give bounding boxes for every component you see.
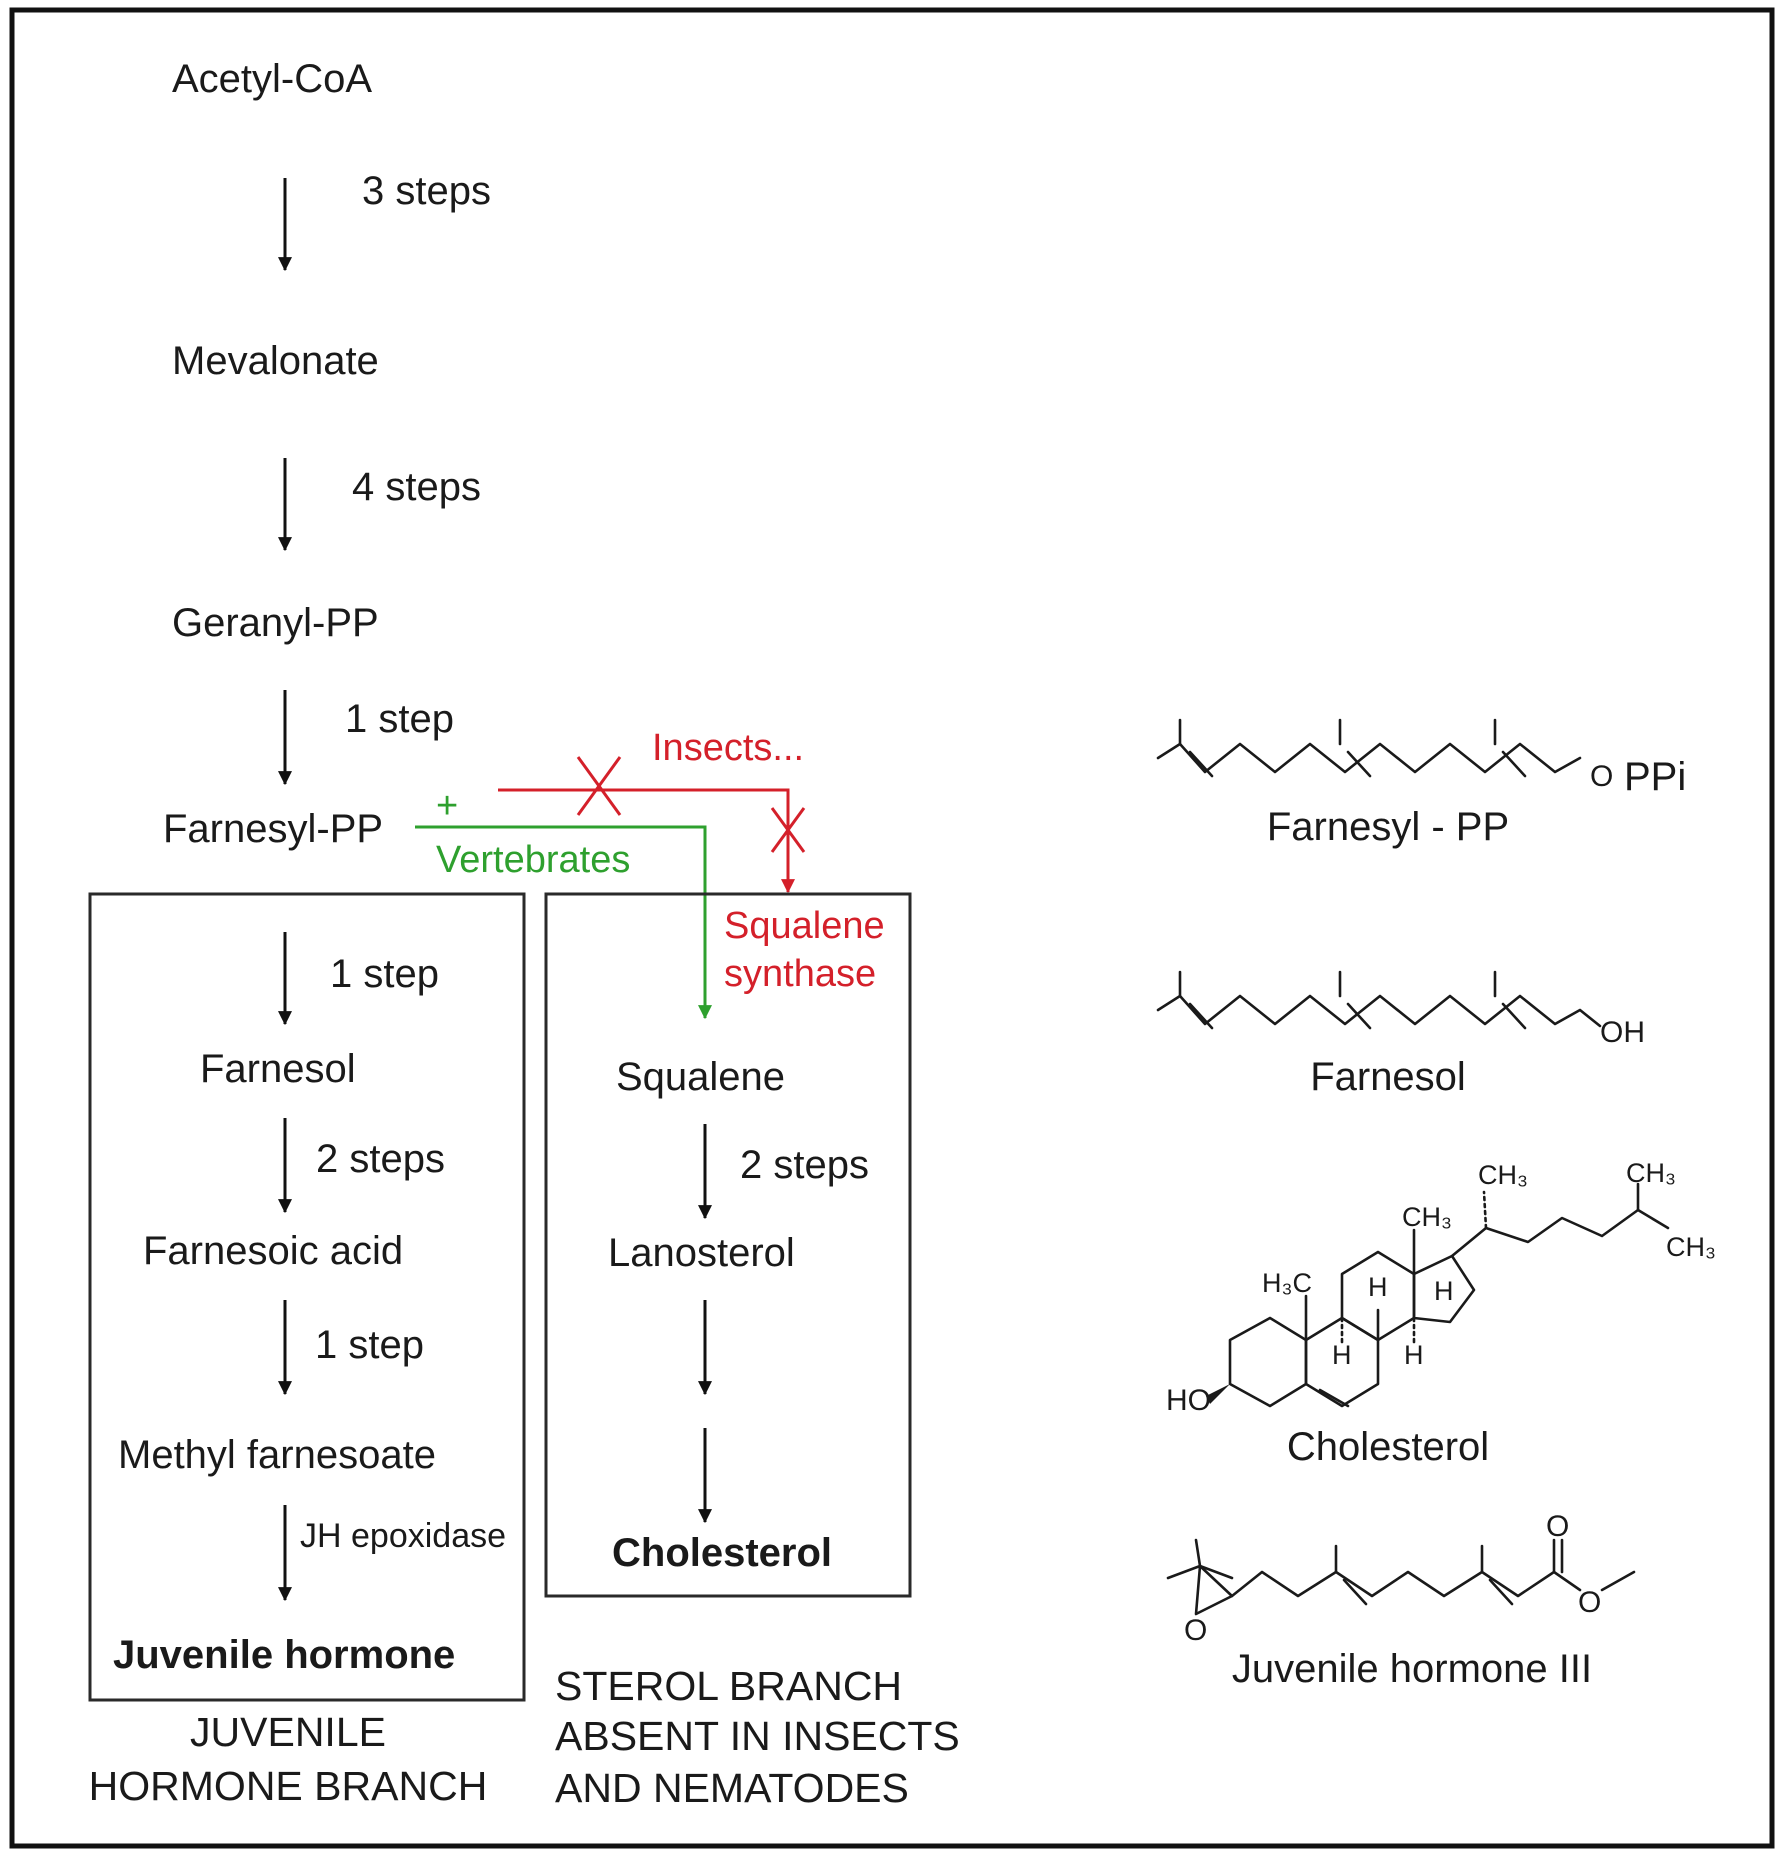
step-label-4-steps: 4 steps (352, 465, 481, 509)
jh-step-2-steps: 2 steps (316, 1137, 445, 1181)
cholesterol-ho: HO (1166, 1384, 1211, 1417)
cholesterol-h-c14: H (1404, 1340, 1424, 1370)
outer-frame (9, 7, 1775, 1849)
red-label-insects: Insects... (652, 727, 804, 769)
sterol-branch: Squalene synthase Squalene 2 steps Lanos… (544, 892, 960, 1811)
node-juvenile-hormone: Juvenile hormone (113, 1633, 455, 1677)
cholesterol-h-c17: H (1434, 1276, 1454, 1306)
jh-step-1-step: 1 step (330, 952, 439, 996)
jh-step-1-step-b: 1 step (315, 1323, 424, 1367)
jh3-epoxide-o: O (1184, 1614, 1207, 1647)
node-farnesol: Farnesol (200, 1047, 356, 1091)
structure-farnesyl-pp: O PPi Farnesyl - PP (1156, 718, 1686, 849)
red-cross-mark-horizontal (576, 756, 622, 816)
cholesterol-h-c8: H (1368, 1272, 1388, 1302)
cholesterol-ch3-c13: CH₃ (1402, 1202, 1452, 1232)
sterol-step-2-steps: 2 steps (740, 1143, 869, 1187)
node-lanosterol: Lanosterol (608, 1231, 795, 1275)
node-farnesyl-pp: Farnesyl-PP (163, 807, 383, 851)
sterol-caption-line1: STEROL BRANCH (555, 1663, 902, 1709)
enzyme-label-synthase: synthase (724, 953, 876, 995)
node-cholesterol: Cholesterol (612, 1531, 832, 1575)
main-pathway: Acetyl-CoA 3 steps Mevalonate 4 steps Ge… (163, 57, 491, 851)
node-squalene: Squalene (616, 1055, 785, 1099)
sterol-caption-line2: ABSENT IN INSECTS (555, 1713, 960, 1759)
green-label-vertebrates: Vertebrates (436, 839, 630, 881)
cholesterol-ch3-c27: CH₃ (1666, 1232, 1716, 1262)
node-geranyl-pp: Geranyl-PP (172, 601, 379, 645)
label-cholesterol: Cholesterol (1287, 1425, 1489, 1469)
jh-step-jh-epoxidase: JH epoxidase (300, 1517, 506, 1555)
jh3-ester-o: O (1578, 1586, 1601, 1619)
jh-branch-box (88, 892, 526, 1702)
node-mevalonate: Mevalonate (172, 339, 379, 383)
structure-cholesterol: HO H₃C CH₃ CH₃ CH₃ CH₃ H H H H Cholester… (1166, 1158, 1716, 1469)
label-farnesol: Farnesol (1310, 1055, 1466, 1099)
jh-branch-caption-line1: JUVENILE (190, 1709, 386, 1755)
cholesterol-h3c: H₃C (1262, 1268, 1312, 1298)
green-plus-sign: + (436, 785, 458, 827)
step-label-3-steps: 3 steps (362, 169, 491, 213)
node-methyl-farnesoate: Methyl farnesoate (118, 1433, 436, 1477)
node-acetyl-coa: Acetyl-CoA (172, 57, 372, 101)
sterol-caption-line3: AND NEMATODES (555, 1765, 909, 1811)
label-farnesyl-pp: Farnesyl - PP (1267, 805, 1509, 849)
jh-branch-caption-line2: HORMONE BRANCH (89, 1763, 488, 1809)
cholesterol-ch3-c26: CH₃ (1626, 1158, 1676, 1188)
sterol-branch-box (544, 892, 912, 1598)
jh-branch: 1 step Farnesol 2 steps Farnesoic acid 1… (88, 892, 526, 1809)
jh3-carbonyl-o: O (1546, 1510, 1569, 1543)
structure-jh3: O O O Juvenile hormone III (1166, 1510, 1636, 1691)
branch-point: + Vertebrates Insects... (415, 727, 806, 1020)
farnesyl-pp-ppi: PPi (1624, 755, 1686, 799)
farnesol-oh: OH (1600, 1016, 1645, 1049)
farnesyl-pp-o-atom: O (1590, 760, 1613, 793)
cholesterol-ch3-c21: CH₃ (1478, 1160, 1528, 1190)
structure-farnesol: OH Farnesol (1156, 970, 1645, 1099)
node-farnesoic-acid: Farnesoic acid (143, 1229, 403, 1273)
green-arrow-vertebrates (415, 825, 712, 1020)
enzyme-label-squalene: Squalene (724, 905, 885, 947)
step-label-1-step: 1 step (345, 697, 454, 741)
label-jh3: Juvenile hormone III (1232, 1647, 1592, 1691)
cholesterol-h-c9: H (1332, 1340, 1352, 1370)
red-cross-mark-vertical (770, 807, 806, 853)
